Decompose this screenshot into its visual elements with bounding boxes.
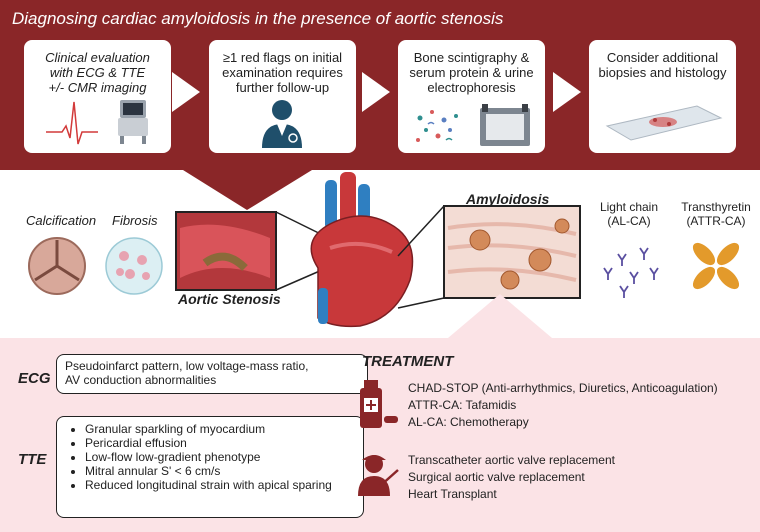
doctor-icon [262,100,302,148]
ecg-findings-box: Pseudoinfarct pattern, low voltage-mass … [56,354,368,394]
transthyretin-line-1: Transthyretin [681,200,751,214]
step-2-line-3: further follow-up [235,80,330,95]
aortic-stenosis-label: Aortic Stenosis [178,291,281,307]
step-red-flags: ≥1 red flags on initial examination requ… [209,40,356,153]
step-2-line-1: ≥1 red flags on initial [222,50,343,65]
calcification-label: Calcification [26,213,97,228]
step-1-line-2: with ECG & TTE [49,65,146,80]
step-2-line-2: examination requires [222,65,343,80]
step-3-line-3: electrophoresis [427,80,516,95]
light-chain-label: Light chain (AL-CA) [596,200,662,228]
tte-item: Pericardial effusion [85,436,355,450]
medicine-bottle-icon [360,380,398,428]
treatment-medical-1: CHAD-STOP (Anti-arrhythmics, Diuretics, … [408,381,718,395]
aortic-stenosis-inset [175,211,346,291]
ecg-label: ECG [18,370,51,387]
aortic-valve-icon [28,237,86,295]
treatment-medical-3: AL-CA: Chemotherapy [408,415,529,429]
transthyretin-icon [692,242,740,290]
light-chain-icon [603,247,659,298]
gel-electrophoresis-icon [480,104,530,146]
step-4-line-2: biopsies and histology [598,65,727,80]
tte-item: Granular sparkling of myocardium [85,422,355,436]
arrow-3 [553,72,581,112]
step-3-line-2: serum protein & urine [409,65,534,80]
treatment-surgical-3: Heart Transplant [408,487,497,501]
tte-findings-box: Granular sparkling of myocardium Pericar… [56,416,364,518]
arrow-2 [362,72,390,112]
amyloidosis-label: Amyloidosis [466,191,550,207]
step-1-line-1: Clinical evaluation [45,50,150,65]
molecules-icon [416,110,458,142]
step-bone-scintigraphy: Bone scintigraphy & serum protein & urin… [398,40,545,153]
transthyretin-label: Transthyretin (ATTR-CA) [676,200,756,228]
down-pointer [183,170,312,210]
tte-list: Granular sparkling of myocardium Pericar… [65,422,355,492]
tte-item: Low-flow low-gradient phenotype [85,450,355,464]
light-chain-line-2: (AL-CA) [607,214,651,228]
heart-icon [310,172,414,328]
treatment-heading: TREATMENT [362,353,454,370]
tte-item: Mitral annular S' < 6 cm/s [85,464,355,478]
pathway-arrows [172,72,581,210]
fibrosis-label: Fibrosis [112,213,158,228]
tte-label: TTE [18,451,47,468]
treatment-icons [358,380,399,496]
arrow-1 [172,72,200,112]
page-title: Diagnosing cardiac amyloidosis in the pr… [12,9,504,28]
ecg-line-1: Pseudoinfarct pattern, low voltage-mass … [65,359,309,373]
tte-item: Reduced longitudinal strain with apical … [85,478,355,492]
treatment-medical-2: ATTR-CA: Tafamidis [408,398,517,412]
fibrosis-cells-icon [105,237,163,295]
step-1-line-3: +/- CMR imaging [48,80,147,95]
treatment-surgical-2: Surgical aortic valve replacement [408,470,585,484]
step-4-line-1: Consider additional [606,50,719,65]
light-chain-line-1: Light chain [599,200,659,214]
step-3-line-1: Bone scintigraphy & [413,50,530,65]
microscope-slide-icon [605,105,723,141]
treatment-surgical-1: Transcatheter aortic valve replacement [408,453,615,467]
step-clinical-evaluation: Clinical evaluation with ECG & TTE +/- C… [24,40,171,153]
surgeon-icon [358,455,399,496]
step-biopsies-histology: Consider additional biopsies and histolo… [589,40,736,153]
ecg-line-2: AV conduction abnormalities [65,373,217,387]
ultrasound-machine-icon [118,100,148,144]
middle-illustrations [28,172,740,338]
bottom-pointer [448,294,552,338]
transthyretin-line-2: (ATTR-CA) [686,214,746,228]
ecg-trace-icon [46,101,98,145]
amyloidosis-inset [397,205,581,309]
